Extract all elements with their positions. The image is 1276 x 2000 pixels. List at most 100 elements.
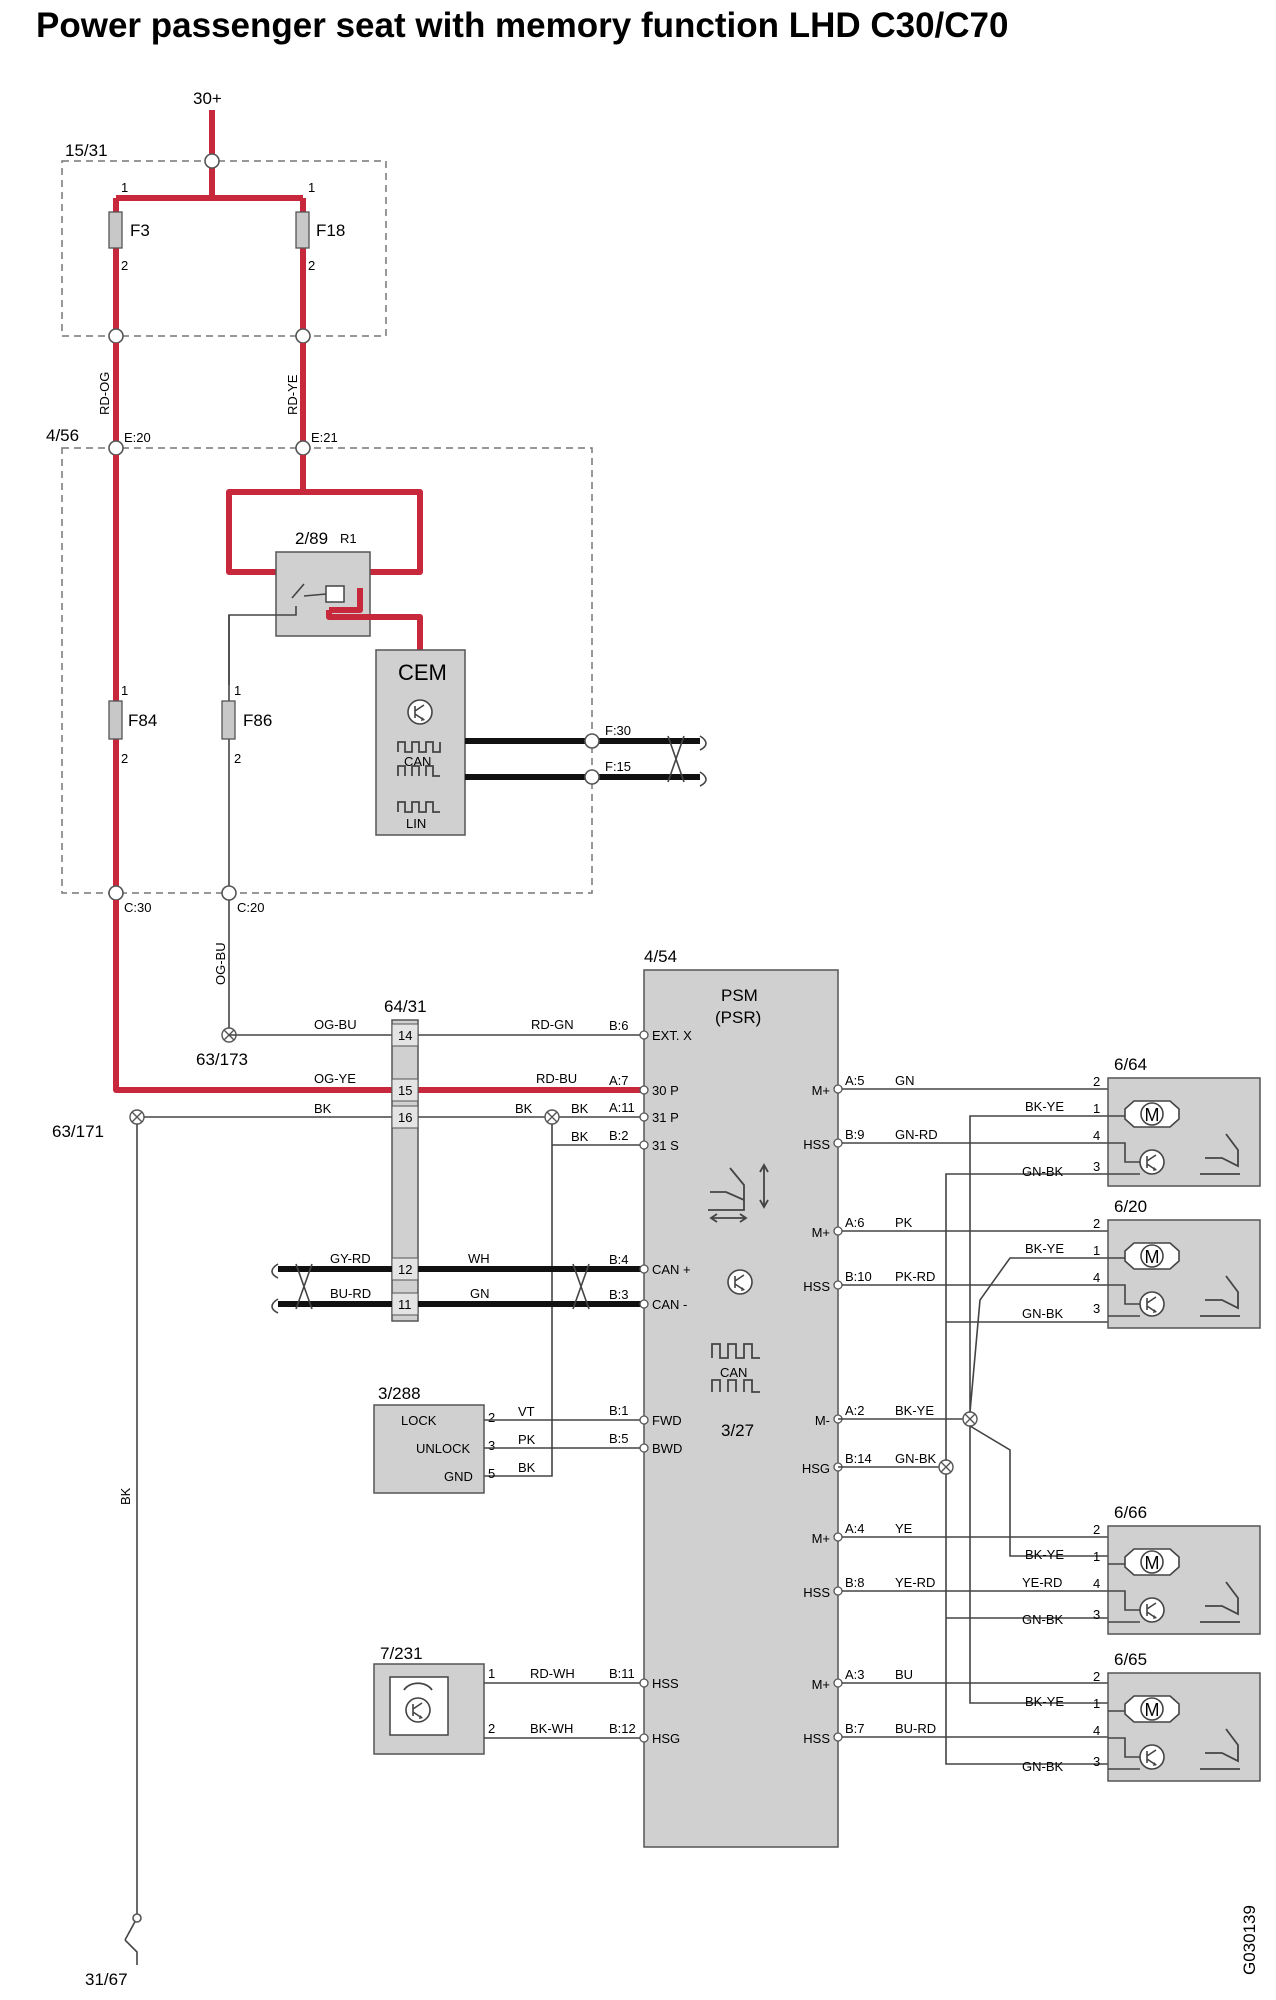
connector-id: 64/31 [384, 997, 427, 1016]
motor-pin: 3 [1093, 1607, 1100, 1622]
psm-right-pin-signal: HSS [803, 1731, 830, 1746]
psm-left-pin-id: B:4 [609, 1252, 629, 1267]
svg-text:C:20: C:20 [237, 900, 264, 915]
fuse-f18 [295, 211, 310, 249]
psm-right-pin-wire: BU [895, 1667, 913, 1682]
motor-pin: 4 [1093, 1128, 1100, 1143]
motor-leads [1108, 1563, 1140, 1623]
psm-right-pin-dot [833, 1532, 843, 1542]
motor-wire-label: BK-YE [1025, 1241, 1064, 1256]
svg-text:11: 11 [398, 1297, 412, 1312]
svg-text:BK: BK [314, 1101, 332, 1116]
fuse-f84-label: F84 [128, 711, 157, 730]
hall-sensor-icon [1139, 1597, 1165, 1623]
psm-can-label: CAN [720, 1365, 747, 1380]
svg-text:RD-WH: RD-WH [530, 1666, 575, 1681]
connector-64-31: 64/31 14 15 16 12 11 [384, 997, 427, 1322]
svg-text:LOCK: LOCK [401, 1413, 437, 1428]
psm-right-pin-dot [833, 1226, 843, 1236]
psm-left-pin-id: B:6 [609, 1018, 629, 1033]
psm-left-pin-dot [639, 1678, 649, 1688]
motor-id: 6/66 [1114, 1503, 1147, 1522]
psm-left-pin-id: B:2 [609, 1128, 629, 1143]
svg-text:1: 1 [121, 180, 128, 195]
psm-left-pin-id: B:3 [609, 1287, 629, 1302]
psm-right-pin-signal: M+ [812, 1531, 830, 1546]
psm-left-pin-signal: EXT. X [652, 1028, 692, 1043]
svg-text:F:30: F:30 [605, 723, 631, 738]
psm-left-pin-id: B:5 [609, 1431, 629, 1446]
svg-text:E:21: E:21 [311, 430, 338, 445]
psm-right-pin-wire: PK [895, 1215, 913, 1230]
psm-right-pin-dot [833, 1732, 843, 1742]
svg-text:15: 15 [398, 1083, 412, 1098]
motor-icon [1124, 1548, 1180, 1576]
svg-text:GND: GND [444, 1469, 473, 1484]
sensor-7-231: 7/231 1 2 RD-WH BK-WH [373, 1644, 644, 1755]
hall-sensor-icon [1139, 1149, 1165, 1175]
svg-text:2: 2 [488, 1410, 495, 1425]
psm-left-pin-signal: CAN - [652, 1297, 687, 1312]
svg-text:BK: BK [571, 1129, 589, 1144]
psm-left-pin-signal: 31 P [652, 1110, 679, 1125]
hall-sensor-icon [1139, 1744, 1165, 1770]
motor-pin: 4 [1093, 1723, 1100, 1738]
motor-box [1107, 1077, 1261, 1187]
svg-text:RD-BU: RD-BU [536, 1071, 577, 1086]
fuse-f84 [108, 700, 123, 740]
psm-sub: (PSR) [715, 1008, 761, 1027]
fuse-box-id: 15/31 [65, 141, 108, 160]
psm-right-pin-signal: HSS [803, 1279, 830, 1294]
svg-text:2: 2 [308, 258, 315, 273]
psm-right-pin-dot [833, 1084, 843, 1094]
svg-text:2: 2 [488, 1721, 495, 1736]
motors: 6/642143BK-YEGN-BK6/202143BK-YEGN-BK6/66… [1022, 1055, 1261, 1782]
psm-right-pin-signal: HSS [803, 1585, 830, 1600]
psm-left-pin-dot [639, 1085, 649, 1095]
motor-wire-label: GN-BK [1022, 1164, 1064, 1179]
svg-text:1: 1 [488, 1666, 495, 1681]
seat-icon [708, 1163, 769, 1223]
ground-63-173: 63/173 [196, 1050, 248, 1069]
svg-text:WH: WH [468, 1251, 490, 1266]
psm-right-pin-id: A:6 [845, 1215, 865, 1230]
fuse-f3-label: F3 [130, 221, 150, 240]
psm-right-pin-id: A:2 [845, 1403, 865, 1418]
svg-text:14: 14 [398, 1028, 412, 1043]
motor-pin: 3 [1093, 1754, 1100, 1769]
psm-left-pin-dot [639, 1140, 649, 1150]
module-4-56: 4/56 E:20 E:21 F84 1 2 2/89 R1 F86 1 2 [46, 426, 707, 915]
psm-id: 4/54 [644, 947, 677, 966]
motor-routing [838, 1115, 1108, 1765]
module-4-56-id: 4/56 [46, 426, 79, 445]
motor-pin: 4 [1093, 1270, 1100, 1285]
svg-text:VT: VT [518, 1404, 535, 1419]
motor-box [1107, 1525, 1261, 1635]
motor-leads [1108, 1710, 1140, 1770]
psm-left-pin-dot [639, 1415, 649, 1425]
relay-name: R1 [340, 531, 357, 546]
motor-id: 6/64 [1114, 1055, 1147, 1074]
wire-rd-og: RD-OG [97, 372, 112, 415]
fuse-f18-label: F18 [316, 221, 345, 240]
svg-text:E:20: E:20 [124, 430, 151, 445]
fuse-f3 [108, 211, 123, 249]
motor-wire-label: BK-YE [1025, 1694, 1064, 1709]
svg-text:BK: BK [518, 1460, 536, 1475]
relay-id: 2/89 [295, 529, 328, 548]
psm-left-pin-signal: FWD [652, 1413, 682, 1428]
cem-module: CEM CAN LIN [375, 649, 466, 836]
psm-left-pin-dot [639, 1112, 649, 1122]
motor-wire-label: YE-RD [1022, 1575, 1062, 1590]
psm-right-pin-signal: M- [815, 1413, 830, 1428]
motor-pin: 1 [1093, 1101, 1100, 1116]
psm-right-pin-id: B:14 [845, 1451, 872, 1466]
psm-left-pin-id: A:11 [609, 1100, 635, 1115]
seat-glyph-icon [1200, 1275, 1240, 1317]
psm-right-pin-signal: HSG [802, 1461, 830, 1476]
cem-lin-label: LIN [406, 816, 426, 831]
svg-text:1: 1 [121, 683, 128, 698]
motor-icon [1124, 1695, 1180, 1723]
